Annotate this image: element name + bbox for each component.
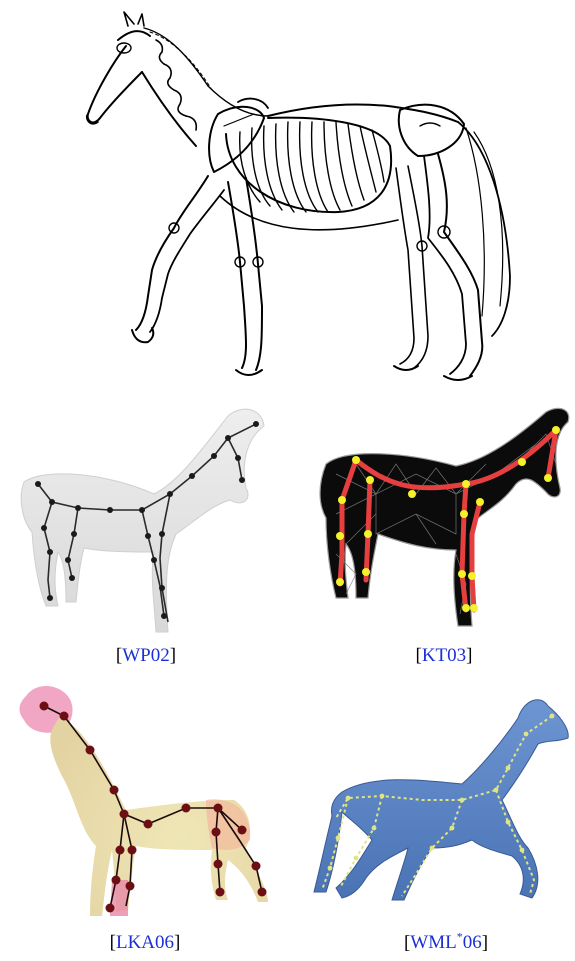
kt03-horse-image <box>316 404 574 636</box>
caption-wml06: [WML*06] <box>376 930 516 954</box>
citation-link-wp02[interactable]: WP02 <box>122 645 170 666</box>
citation-link-lka06[interactable]: LKA06 <box>116 932 174 953</box>
wp02-horse-image <box>14 402 278 638</box>
citation-link-kt03[interactable]: KT03 <box>422 645 466 666</box>
lka06-horse-image <box>6 680 276 924</box>
citation-wml06-main: WML <box>410 932 456 953</box>
citation-wml06-tail: 06 <box>463 932 482 953</box>
caption-kt03: [KT03] <box>394 645 494 667</box>
citation-link-wml06[interactable]: WML*06 <box>410 932 481 953</box>
caption-wp02: [WP02] <box>96 645 196 667</box>
wml06-horse-image <box>312 688 574 924</box>
horse-skeleton-drawing <box>78 6 518 388</box>
caption-lka06: [LKA06] <box>90 932 200 954</box>
